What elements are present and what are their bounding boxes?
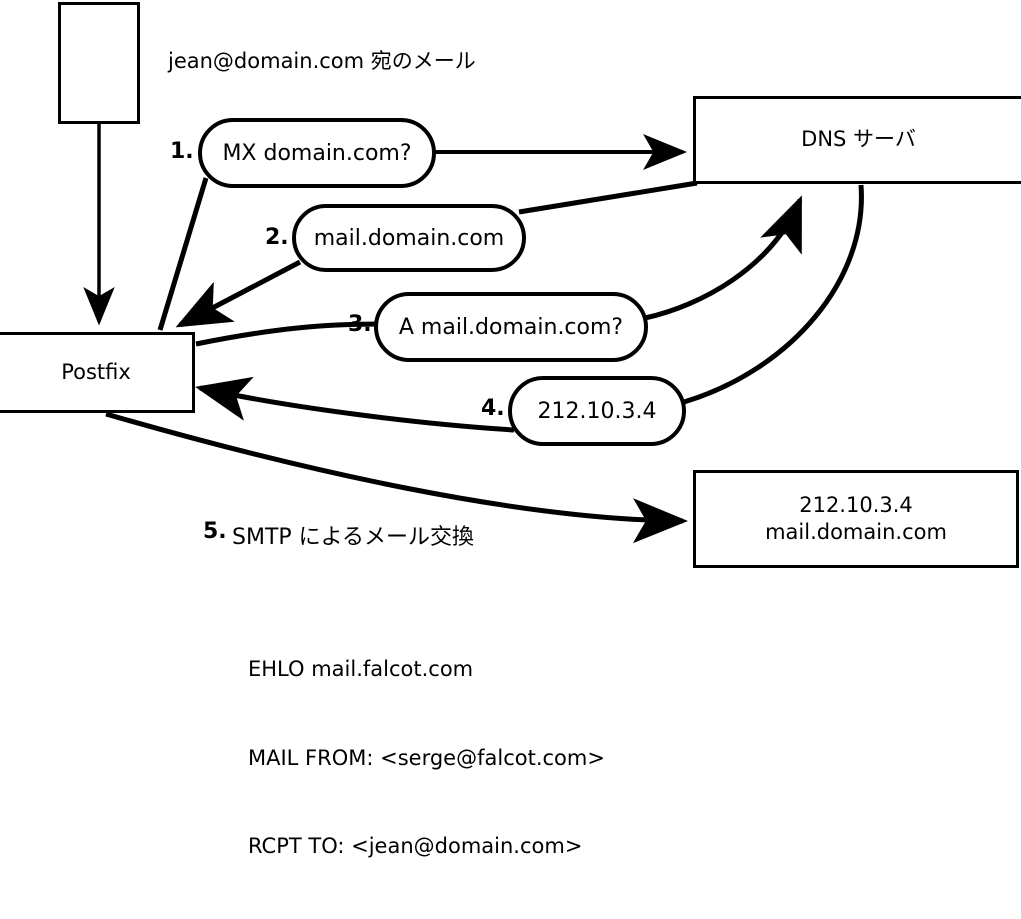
arrow-step2-to-postfix [175, 259, 302, 328]
transcript-line: RCPT TO: <jean@domain.com> [248, 834, 583, 858]
node-mail-server-hostname: mail.domain.com [765, 520, 947, 544]
message-bubble-a-answer-label: 212.10.3.4 [537, 398, 657, 424]
wire-dns-to-step4 [683, 184, 864, 405]
step-number-2: 2. [265, 225, 289, 250]
message-bubble-mx-answer[interactable]: mail.domain.com [292, 204, 526, 272]
step-number-4: 4. [481, 396, 505, 421]
wire-postfix-to-step1 [157, 177, 209, 331]
message-bubble-mx-answer-label: mail.domain.com [313, 225, 505, 251]
caption-incoming-mail: jean@domain.com 宛のメール [168, 49, 476, 73]
caption-step5-smtp-exchange: SMTP によるメール交換 [232, 525, 474, 550]
wire-postfix-to-step3 [195, 321, 383, 347]
arrow-step3-to-dns [644, 195, 803, 321]
step-number-3: 3. [348, 312, 372, 337]
wire-dns-to-step2 [518, 180, 698, 215]
node-mail-server-box[interactable]: 212.10.3.4 mail.domain.com [693, 470, 1019, 568]
message-bubble-a-query-label: A mail.domain.com? [398, 314, 624, 340]
node-sender-box[interactable] [58, 2, 140, 124]
message-bubble-a-answer[interactable]: 212.10.3.4 [508, 376, 686, 446]
message-bubble-a-query[interactable]: A mail.domain.com? [374, 292, 648, 362]
node-postfix-box[interactable]: Postfix [0, 332, 195, 413]
node-dns-server-box[interactable]: DNS サーバ [693, 96, 1021, 184]
step-number-1: 1. [170, 139, 194, 164]
arrow-postfix-to-mailserver [105, 411, 688, 544]
node-dns-server-label: DNS サーバ [801, 127, 916, 152]
arrow-step4-to-postfix [195, 376, 515, 433]
message-bubble-mx-query[interactable]: MX domain.com? [198, 118, 436, 188]
step-number-5: 5. [203, 519, 227, 544]
node-mail-server-ip: 212.10.3.4 [799, 492, 913, 517]
node-postfix-label: Postfix [61, 359, 131, 384]
smtp-transcript: EHLO mail.falcot.com MAIL FROM: <serge@f… [248, 596, 605, 919]
message-bubble-mx-query-label: MX domain.com? [222, 140, 412, 166]
transcript-line: MAIL FROM: <serge@falcot.com> [248, 745, 605, 770]
transcript-line: EHLO mail.falcot.com [248, 657, 474, 681]
